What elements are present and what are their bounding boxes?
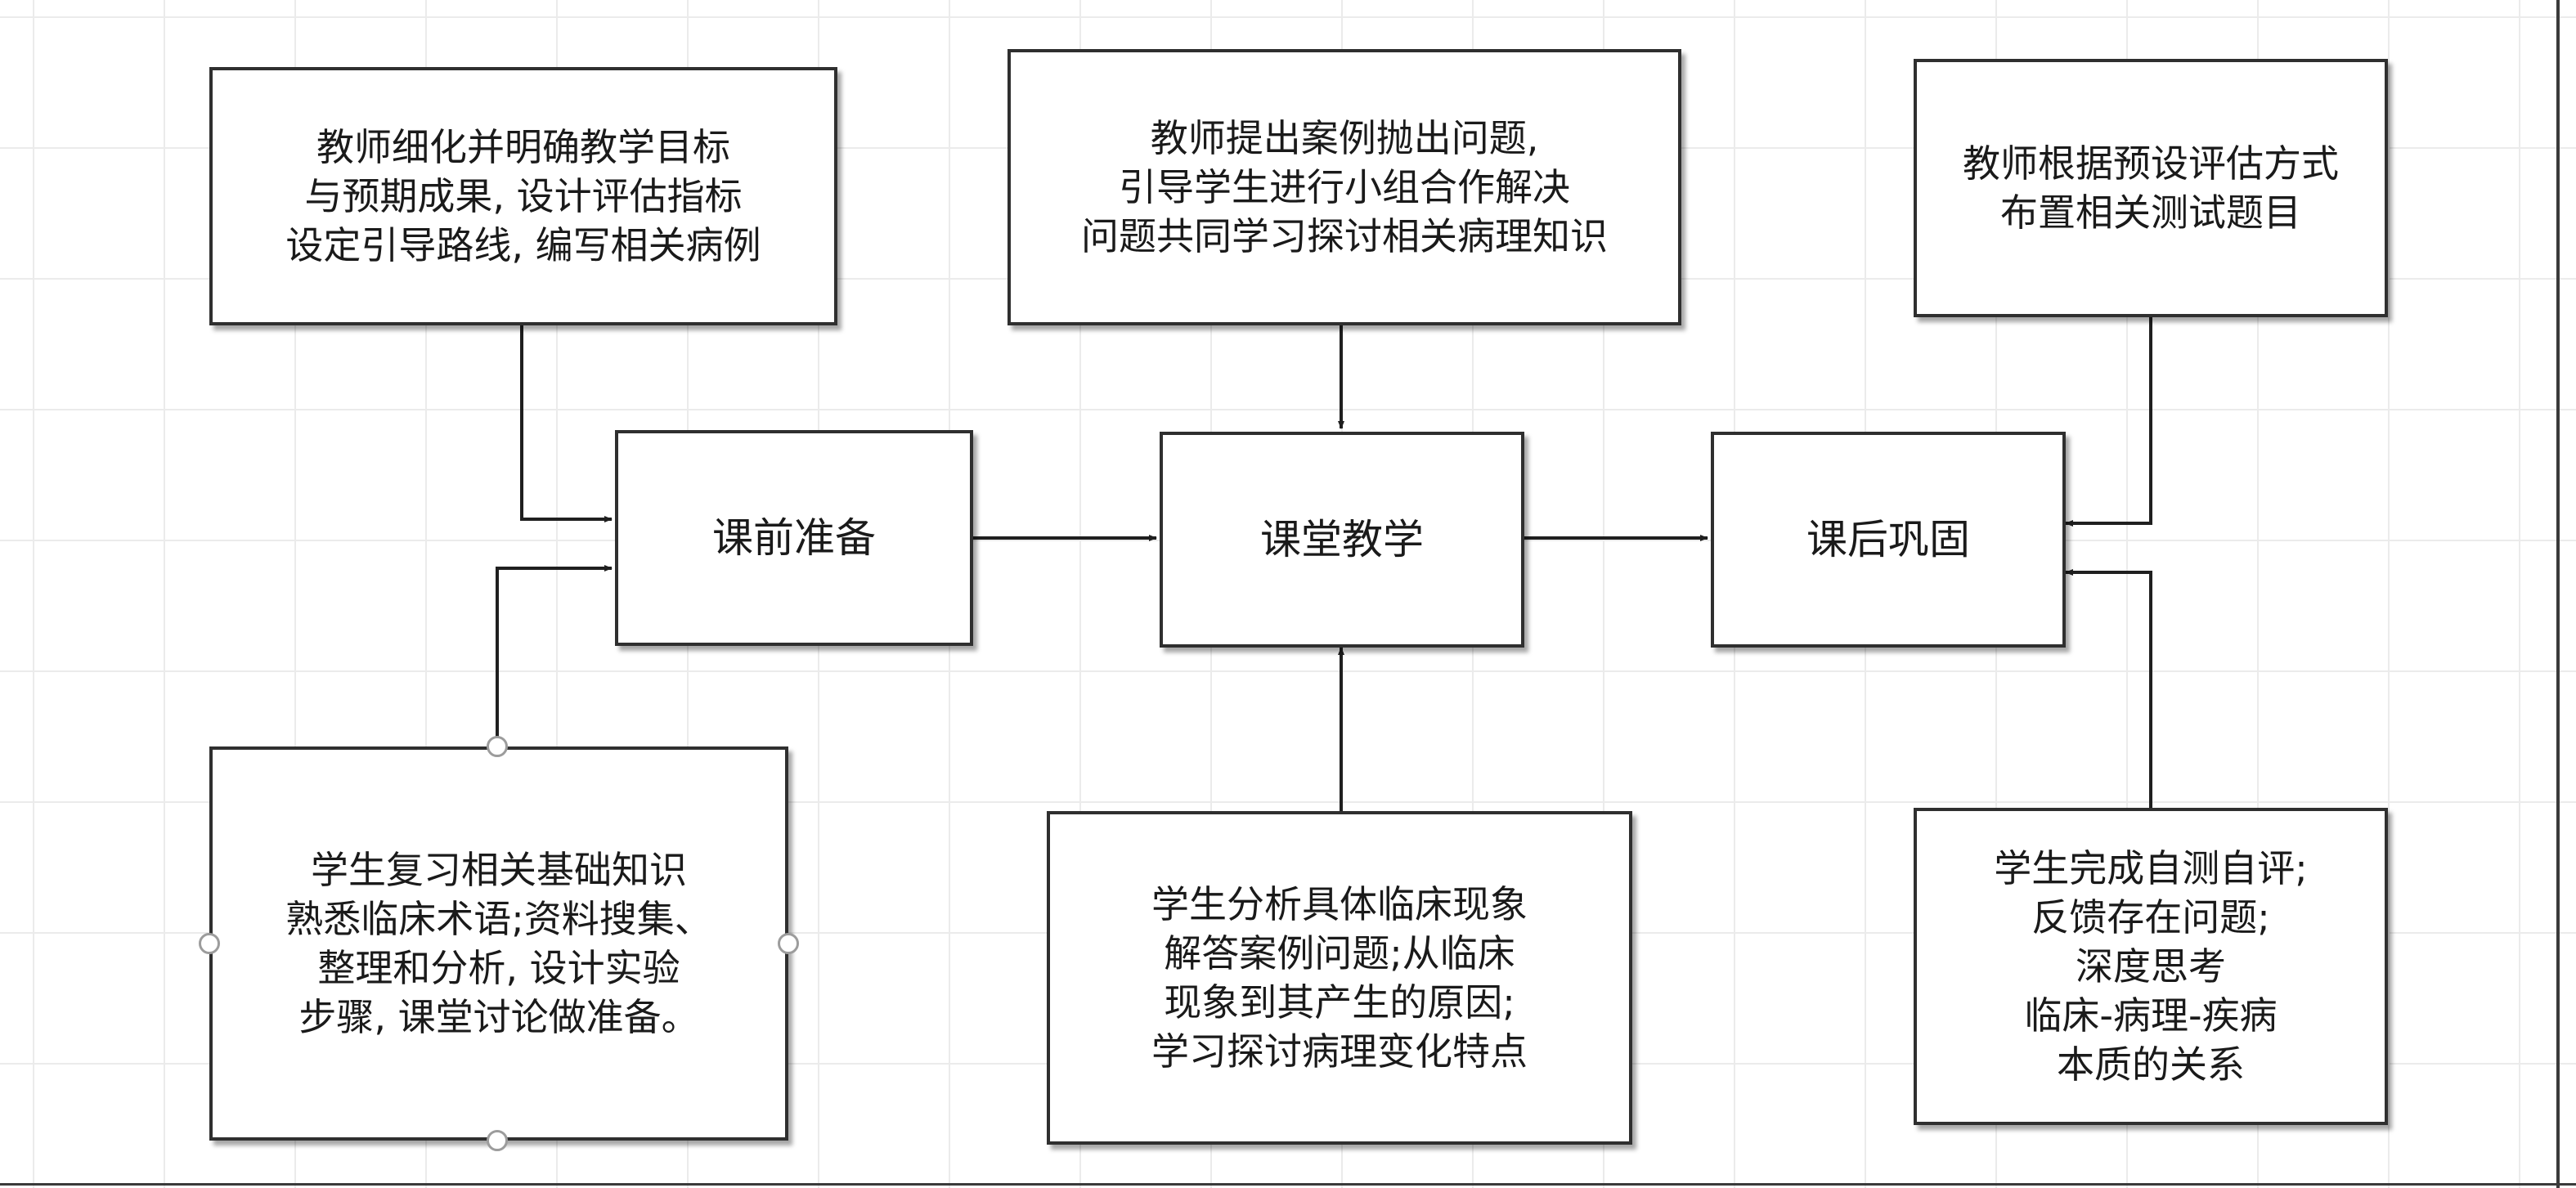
selection-handle-bottom[interactable] — [487, 1130, 508, 1151]
student-review-box: 学生完成自测自评; 反馈存在问题; 深度思考 临床-病理-疾病 本质的关系 — [1914, 808, 2388, 1125]
selection-handle-left[interactable] — [199, 933, 220, 954]
student-classroom-box: 学生分析具体临床现象 解答案例问题;从临床 现象到其产生的原因; 学习探讨病理变… — [1047, 811, 1632, 1145]
teacher-classroom-box: 教师提出案例抛出问题, 引导学生进行小组合作解决 问题共同学习探讨相关病理知识 — [1008, 49, 1681, 325]
arrow-bottom-left-to-before — [496, 565, 613, 746]
student-prep-box: 学生复习相关基础知识 熟悉临床术语;资料搜集、 整理和分析, 设计实验 步骤, … — [209, 746, 788, 1141]
arrow-bottom-right-to-after — [2065, 569, 2152, 808]
canvas-edge-right — [2556, 0, 2560, 1188]
selection-handle-top[interactable] — [487, 736, 508, 757]
teacher-assessment-box: 教师根据预设评估方式 布置相关测试题目 — [1914, 59, 2388, 317]
canvas-edge-bottom — [0, 1183, 2576, 1186]
arrow-top-right-to-after — [2065, 317, 2152, 527]
selection-handle-right[interactable] — [778, 933, 799, 954]
stage-before-class: 课前准备 — [615, 430, 973, 646]
stage-in-class: 课堂教学 — [1160, 432, 1524, 648]
arrow-top-left-to-before — [520, 325, 613, 522]
teacher-prep-box: 教师细化并明确教学目标 与预期成果, 设计评估指标 设定引导路线, 编写相关病例 — [209, 67, 837, 325]
stage-after-class: 课后巩固 — [1711, 432, 2066, 648]
